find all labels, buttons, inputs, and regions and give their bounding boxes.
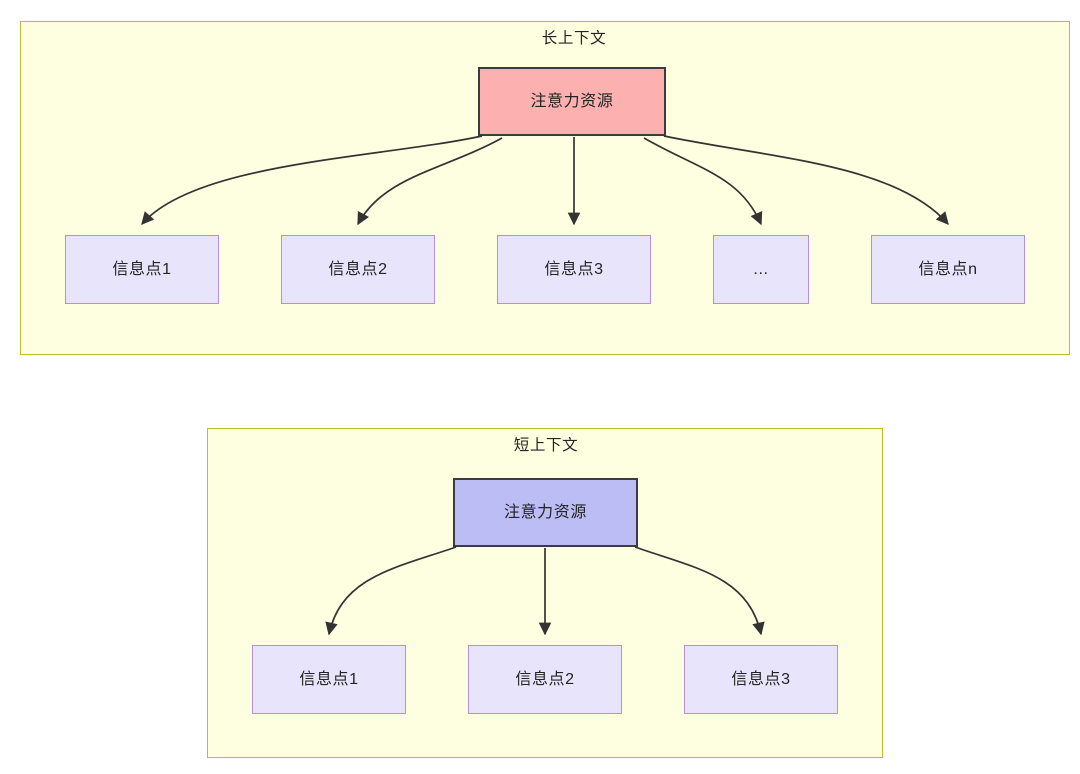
node-label: 信息点3 <box>544 260 604 278</box>
group-long-context-title: 长上下文 <box>541 30 607 47</box>
node-label: 注意力资源 <box>503 503 587 521</box>
node-info-point-ellipsis[interactable]: ... <box>713 235 809 304</box>
edge-attention-to-info-2 <box>357 137 503 226</box>
node-label: ... <box>753 260 769 278</box>
group-short-context-title: 短上下文 <box>513 437 579 454</box>
edge-attention-to-info-n <box>663 135 949 226</box>
node-short-info-point-1[interactable]: 信息点1 <box>252 645 406 714</box>
node-label: 信息点2 <box>515 670 575 688</box>
edge-attention-to-info-ellipsis <box>643 137 763 226</box>
node-label: 信息点n <box>918 260 978 278</box>
node-short-info-point-3[interactable]: 信息点3 <box>684 645 838 714</box>
node-info-point-2[interactable]: 信息点2 <box>281 235 435 304</box>
node-info-point-n[interactable]: 信息点n <box>871 235 1025 304</box>
node-attention-resource-short[interactable]: 注意力资源 <box>453 478 638 547</box>
node-label: 注意力资源 <box>530 92 614 110</box>
node-label: 信息点3 <box>731 670 791 688</box>
node-attention-resource-long[interactable]: 注意力资源 <box>478 67 666 136</box>
edges-long-context <box>141 135 949 226</box>
node-label: 信息点1 <box>299 670 359 688</box>
edge-attention-to-info-1 <box>141 135 483 226</box>
edge-short-attention-to-info-3 <box>634 546 765 636</box>
node-info-point-1[interactable]: 信息点1 <box>65 235 219 304</box>
node-label: 信息点2 <box>328 260 388 278</box>
node-info-point-3[interactable]: 信息点3 <box>497 235 651 304</box>
edges-short-context <box>325 546 765 636</box>
node-short-info-point-2[interactable]: 信息点2 <box>468 645 622 714</box>
node-label: 信息点1 <box>112 260 172 278</box>
edge-short-attention-to-info-1 <box>325 546 457 636</box>
